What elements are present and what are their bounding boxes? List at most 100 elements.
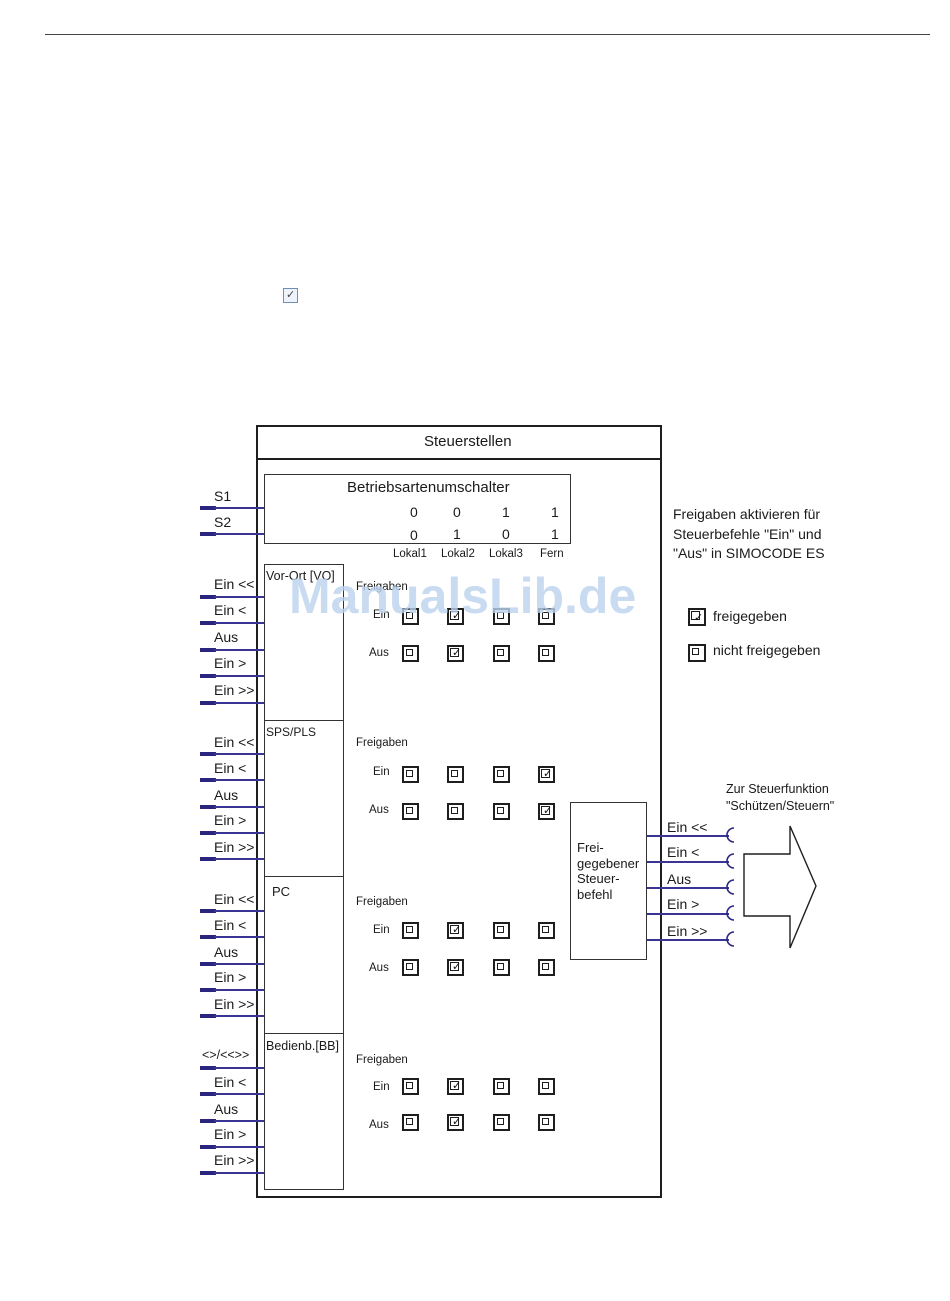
output-label-4: Ein >> <box>667 923 708 939</box>
pc-input-0: Ein << <box>214 891 255 907</box>
main-title: Steuerstellen <box>424 433 512 450</box>
main-frame <box>256 425 662 1198</box>
sps-freigaben-label: Freigaben <box>356 737 408 749</box>
vo-ein-release-checkbox-1[interactable] <box>402 608 419 625</box>
connector-0 <box>726 827 735 843</box>
selector-r2-0: 0 <box>410 527 418 543</box>
legend-checked-checkbox: ✓ <box>688 608 706 626</box>
selector-r1-2: 1 <box>502 504 510 520</box>
pc-ein-release-checkbox-4[interactable] <box>538 922 555 939</box>
vo-aus-release-checkbox-3[interactable] <box>493 645 510 662</box>
sps-aus-release-checkbox-2[interactable] <box>447 803 464 820</box>
sps-ein-release-checkbox-4[interactable]: ✓ <box>538 766 555 783</box>
result-line-2: gegebener <box>577 856 640 871</box>
bb-ein-release-checkbox-4[interactable] <box>538 1078 555 1095</box>
selector-title: Betriebsartenumschalter <box>347 479 510 496</box>
bb-ein-release-checkbox-2[interactable]: ✓ <box>447 1078 464 1095</box>
pc-aus-release-checkbox-4[interactable] <box>538 959 555 976</box>
sps-aus-release-checkbox-1[interactable] <box>402 803 419 820</box>
connector-1 <box>726 853 735 869</box>
pc-input-2: Aus <box>214 944 239 960</box>
vo-aus-release-checkbox-2[interactable]: ✓ <box>447 645 464 662</box>
vo-input-3: Ein > <box>214 655 247 671</box>
group-box-bb <box>264 1033 344 1190</box>
input-s2-wire <box>214 533 264 535</box>
vo-wire-4 <box>214 702 264 704</box>
vo-input-2: Aus <box>214 629 239 645</box>
sps-wire-3 <box>214 832 264 834</box>
sps-input-1: Ein < <box>214 760 247 776</box>
checkmark-icon: ✓ <box>452 609 462 622</box>
bb-aus-release-checkbox-1[interactable] <box>402 1114 419 1131</box>
bb-wire-3 <box>214 1146 264 1148</box>
pc-aus-release-checkbox-1[interactable] <box>402 959 419 976</box>
group-name-vo: Vor-Ort [VO] <box>266 569 335 583</box>
pc-ein-release-checkbox-3[interactable] <box>493 922 510 939</box>
vo-ein-release-checkbox-3[interactable] <box>493 608 510 625</box>
bb-ein-release-checkbox-1[interactable] <box>402 1078 419 1095</box>
note-line-3: "Aus" in SIMOCODE ES <box>673 545 825 561</box>
group-name-sps: SPS/PLS <box>266 725 317 739</box>
output-label-1: Ein < <box>667 844 700 860</box>
sps-stub-3 <box>200 831 216 835</box>
legend-enabled-label: freigegeben <box>713 608 787 624</box>
pc-aus-release-checkbox-2[interactable]: ✓ <box>447 959 464 976</box>
bb-aus-label: Aus <box>369 1119 389 1131</box>
sps-input-3: Ein > <box>214 812 247 828</box>
top-rule <box>45 34 930 35</box>
output-label-2: Aus <box>667 871 692 887</box>
pc-ein-release-checkbox-1[interactable] <box>402 922 419 939</box>
vo-ein-label: Ein <box>373 609 390 621</box>
sps-input-0: Ein << <box>214 734 255 750</box>
vo-stub-2 <box>200 648 216 652</box>
sps-ein-release-checkbox-2[interactable] <box>447 766 464 783</box>
vo-ein-release-checkbox-4[interactable] <box>538 608 555 625</box>
vo-wire-2 <box>214 649 264 651</box>
sps-ein-release-checkbox-3[interactable] <box>493 766 510 783</box>
target-line-2: "Schützen/Steuern" <box>726 799 835 813</box>
bb-freigaben-label: Freigaben <box>356 1054 408 1066</box>
pc-aus-release-checkbox-3[interactable] <box>493 959 510 976</box>
mode-lokal3: Lokal3 <box>489 548 523 560</box>
sps-stub-1 <box>200 778 216 782</box>
checkmark-icon: ✓ <box>452 1079 462 1092</box>
target-arrow-icon <box>743 825 817 949</box>
input-s2-stub <box>200 532 216 536</box>
vo-stub-1 <box>200 621 216 625</box>
selector-r2-1: 1 <box>453 526 461 542</box>
pc-ein-release-checkbox-2[interactable]: ✓ <box>447 922 464 939</box>
input-s2-label: S2 <box>214 514 232 530</box>
vo-wire-1 <box>214 622 264 624</box>
bb-aus-release-checkbox-4[interactable] <box>538 1114 555 1131</box>
vo-input-0: Ein << <box>214 576 255 592</box>
note-line-2: Steuerbefehle "Ein" und <box>673 526 822 542</box>
bb-ein-release-checkbox-3[interactable] <box>493 1078 510 1095</box>
sps-wire-0 <box>214 753 264 755</box>
checkmark-icon: ✓ <box>543 804 553 817</box>
vo-input-4: Ein >> <box>214 682 255 698</box>
vo-ein-release-checkbox-2[interactable]: ✓ <box>447 608 464 625</box>
output-wire-1 <box>647 861 729 863</box>
bb-wire-0 <box>214 1067 264 1069</box>
bb-wire-1 <box>214 1093 264 1095</box>
pc-stub-3 <box>200 988 216 992</box>
note-line-1: Freigaben aktivieren für <box>673 506 821 522</box>
sps-ein-release-checkbox-1[interactable] <box>402 766 419 783</box>
pc-ein-label: Ein <box>373 924 390 936</box>
bb-aus-release-checkbox-2[interactable]: ✓ <box>447 1114 464 1131</box>
watermark: ManualsLib.de <box>289 568 637 624</box>
bb-aus-release-checkbox-3[interactable] <box>493 1114 510 1131</box>
selector-r1-1: 0 <box>453 504 461 520</box>
output-label-0: Ein << <box>667 819 708 835</box>
vo-aus-release-checkbox-1[interactable] <box>402 645 419 662</box>
group-name-pc: PC <box>272 884 291 899</box>
bb-wire-2 <box>214 1120 264 1122</box>
output-wire-2 <box>647 887 729 889</box>
pc-stub-4 <box>200 1014 216 1018</box>
vo-aus-release-checkbox-4[interactable] <box>538 645 555 662</box>
group-box-sps <box>264 720 344 877</box>
input-s1-label: S1 <box>214 488 232 504</box>
sps-aus-release-checkbox-4[interactable]: ✓ <box>538 803 555 820</box>
sps-aus-release-checkbox-3[interactable] <box>493 803 510 820</box>
checkmark-icon: ✓ <box>452 923 462 936</box>
